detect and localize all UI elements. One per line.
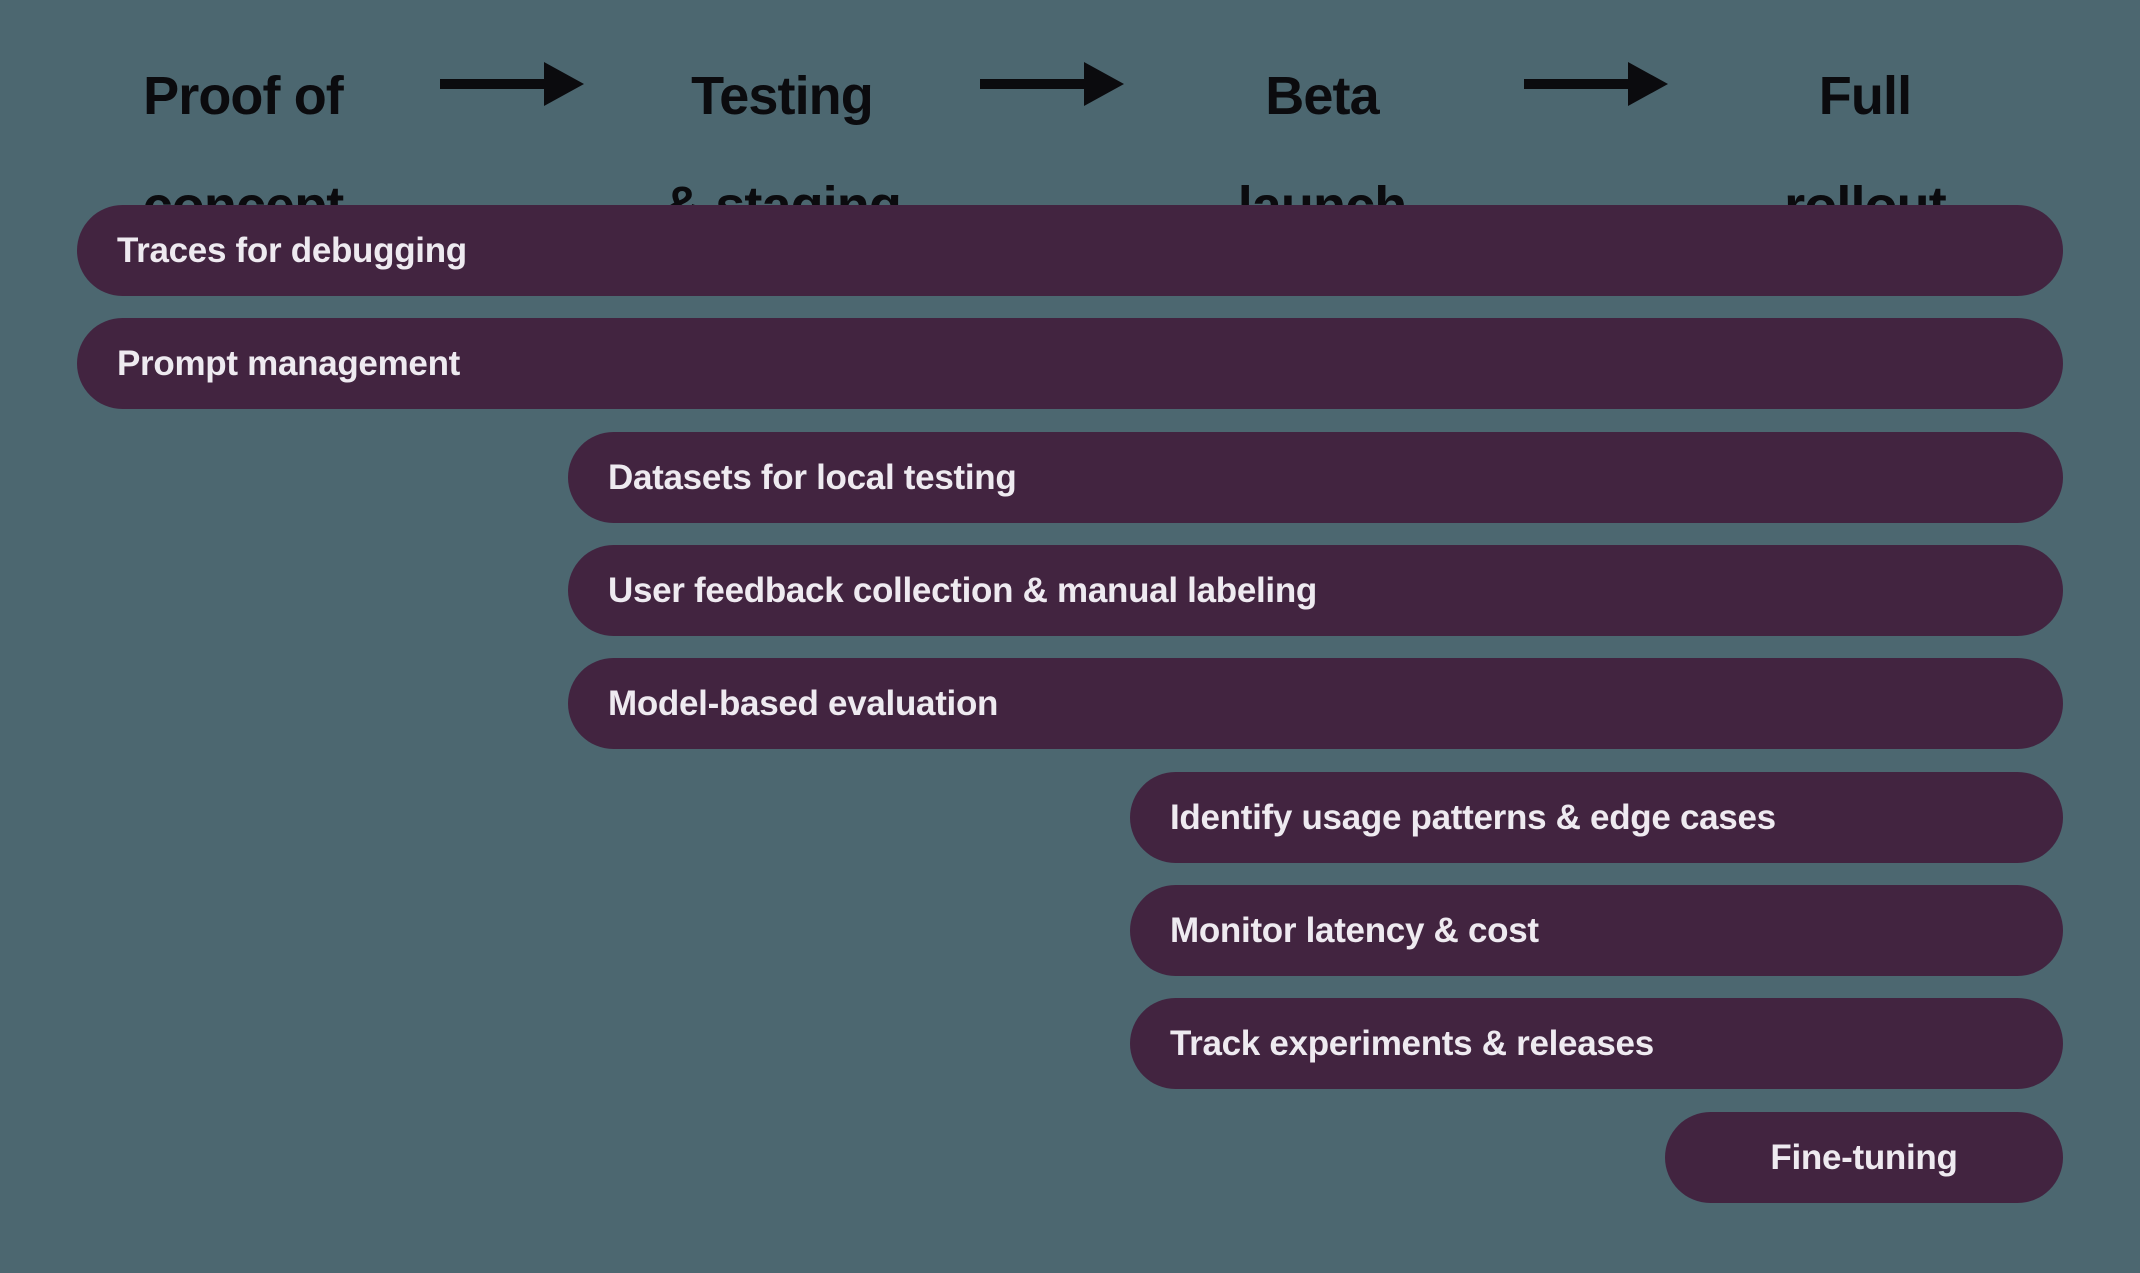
capability-bar-label: Datasets for local testing <box>608 458 1017 497</box>
stage-header-line-1: Full <box>1818 66 1912 127</box>
capability-bar-model-based-evaluation[interactable]: Model-based evaluation <box>568 658 2063 749</box>
stage-header-line-1: Proof of <box>143 66 344 127</box>
capability-bar-identify-usage-patterns[interactable]: Identify usage patterns & edge cases <box>1130 772 2063 863</box>
capability-bar-label: Identify usage patterns & edge cases <box>1170 798 1776 837</box>
capability-bar-label: Track experiments & releases <box>1170 1024 1654 1063</box>
capability-bar-traces-for-debugging[interactable]: Traces for debugging <box>77 205 2063 296</box>
capability-bar-prompt-management[interactable]: Prompt management <box>77 318 2063 409</box>
capability-bar-label: Monitor latency & cost <box>1170 911 1539 950</box>
capability-bar-label: Fine-tuning <box>1770 1138 1958 1177</box>
capability-bar-monitor-latency-and-cost[interactable]: Monitor latency & cost <box>1130 885 2063 976</box>
capability-bar-fine-tuning[interactable]: Fine-tuning <box>1665 1112 2063 1203</box>
capability-bar-track-experiments-releases[interactable]: Track experiments & releases <box>1130 998 2063 1089</box>
capability-bar-label: Model-based evaluation <box>608 684 999 723</box>
capability-bar-label: User feedback collection & manual labeli… <box>608 571 1318 610</box>
stage-arrow-right-icon <box>440 58 584 110</box>
stage-header-line-1: Testing <box>691 66 874 127</box>
stage-header-line-1: Beta <box>1265 66 1379 127</box>
stage-arrow-right-icon <box>1524 58 1668 110</box>
stage-arrow-right-icon <box>980 58 1124 110</box>
capability-bar-datasets-for-local-testing[interactable]: Datasets for local testing <box>568 432 2063 523</box>
capability-bar-label: Prompt management <box>117 344 461 383</box>
capability-bar-label: Traces for debugging <box>117 231 467 270</box>
capability-bar-user-feedback-collection[interactable]: User feedback collection & manual labeli… <box>568 545 2063 636</box>
